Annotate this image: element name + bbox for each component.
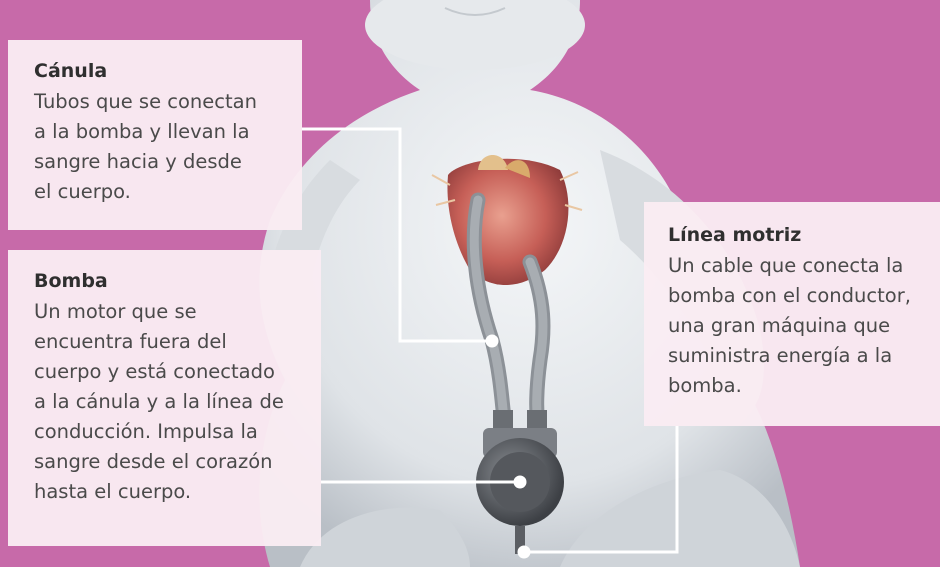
callout-line: conducción. Impulsa la [34,420,258,443]
callout-linea-motriz: Línea motriz Un cable que conecta la bom… [644,202,940,426]
callout-title: Línea motriz [668,224,802,246]
callout-title: Cánula [34,60,108,82]
callout-line: sangre desde el corazón [34,450,273,473]
callout-body: Un motor que se encuentra fuera del cuer… [34,297,321,507]
callout-line: Un motor que se [34,300,197,323]
callout-line: encuentra fuera del [34,330,227,353]
callout-line: cuerpo y está conectado [34,360,275,383]
callout-line: Un cable que conecta la [668,254,904,277]
callout-body: Un cable que conecta la bomba con el con… [668,251,940,401]
callout-line: hasta el cuerpo. [34,480,192,503]
callout-body: Tubos que se conectan a la bomba y lleva… [34,87,302,207]
callout-canula: Cánula Tubos que se conectan a la bomba … [8,40,302,230]
callout-line: a la cánula y a la línea de [34,390,284,413]
leader-lines [302,127,679,559]
callout-title: Bomba [34,270,108,292]
callout-line: a la bomba y llevan la [34,120,250,143]
callout-line: una gran máquina que [668,314,891,337]
callout-line: sangre hacia y desde [34,150,242,173]
callout-line: suministra energía a la [668,344,893,367]
callout-line: bomba. [668,374,742,397]
callout-line: el cuerpo. [34,180,131,203]
callout-line: bomba con el conductor, [668,284,911,307]
callout-bomba: Bomba Un motor que se encuentra fuera de… [8,250,321,546]
callout-line: Tubos que se conectan [34,90,257,113]
